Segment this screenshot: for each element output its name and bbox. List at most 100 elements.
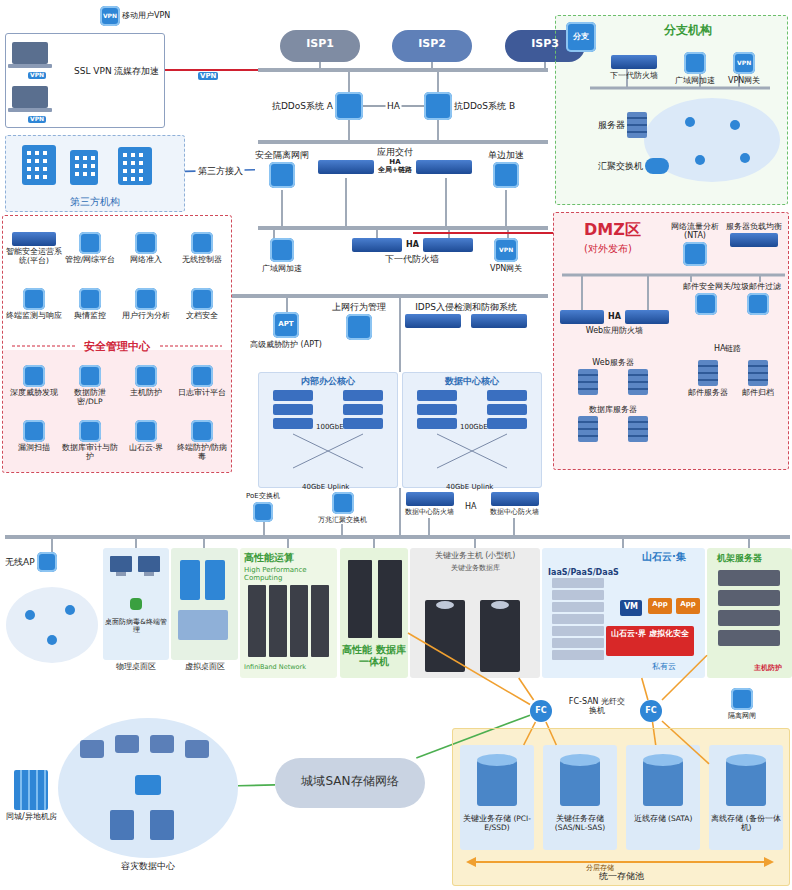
device-drawing (83, 164, 87, 168)
node-text: 桌面防病毒&终端管理 (103, 618, 169, 634)
device-drawing (139, 169, 143, 173)
node-text: 第三方机构 (5, 196, 185, 208)
wire (437, 120, 439, 142)
device-icon (578, 369, 598, 395)
device-icon (493, 162, 519, 188)
device-drawing (560, 760, 600, 806)
device-icon (683, 242, 707, 266)
text-anchor: InfiniBand Network (244, 664, 306, 671)
text-anchor: 近线存储 (SATA) (626, 815, 700, 824)
device-icon (79, 288, 101, 310)
wire (428, 518, 430, 537)
device-drawing (118, 147, 152, 185)
device-node: 应用交付HA全局+链路 (318, 147, 472, 175)
node-text: 山石云·界 虚拟化安全 (606, 629, 694, 638)
wire (413, 232, 553, 234)
node-text: VPN网关 (728, 76, 760, 85)
node-text: 高性能运算 (244, 552, 294, 564)
wire (431, 62, 433, 70)
node-text: FC (535, 707, 546, 716)
node-text: FC (645, 707, 656, 716)
wire (690, 275, 692, 282)
device-drawing (35, 159, 39, 163)
device-icon (191, 420, 213, 442)
device-drawing (131, 169, 135, 173)
wire (165, 69, 258, 71)
device-node: 邮件服务器 (688, 360, 728, 397)
node-text: 移动用户VPN (122, 11, 170, 20)
device-drawing (273, 404, 313, 415)
note-label: HA链路 (712, 344, 744, 353)
pair-gap: HA (402, 241, 423, 250)
group-panel: 虚拟桌面区 (171, 548, 238, 660)
device-node: 管控/网综平台 (62, 232, 118, 265)
wire (468, 861, 772, 863)
label-anchor: 分层存储 (584, 855, 616, 874)
device-node: 万兆汇聚交换机 (318, 492, 367, 524)
wire (51, 537, 53, 552)
device-icon (748, 360, 768, 386)
device-drawing (75, 156, 79, 160)
panel-fill (340, 548, 408, 678)
device-drawing (343, 418, 383, 429)
device-node: 无线AP (5, 552, 57, 572)
wire (544, 62, 546, 70)
device-drawing (138, 556, 160, 572)
device-icon (23, 420, 45, 442)
node-text: 服务器 (598, 120, 625, 130)
text-anchor: 统一存储池 (452, 871, 790, 881)
device-icon (135, 288, 157, 310)
device-icon (625, 310, 669, 324)
node-text: HA (406, 241, 419, 250)
device-drawing (718, 610, 780, 626)
node-text: 数据中心核心 (402, 376, 542, 386)
node-text: 万兆汇聚交换机 (318, 516, 367, 524)
wire (581, 275, 583, 310)
node-text: ISP1 (280, 38, 360, 51)
node-text: HA (608, 313, 621, 322)
text-anchor: 内部办公核心 (258, 376, 398, 386)
label-anchor: 100GbE (458, 414, 490, 433)
device-icon (79, 365, 101, 387)
node-text: 高性能 数据库一体机 (340, 644, 408, 667)
group-panel: DMZ区(对外发布)网络流量分析 (NTA)服务器负载均衡HAWeb应用防火墙邮… (553, 212, 789, 470)
note-label: 主机防护 (752, 664, 784, 672)
device-node: 隔离网闸 (728, 688, 756, 720)
group-panel: 城域SAN存储网络 (275, 758, 425, 808)
text-anchor: App (676, 600, 700, 608)
device-icon: 分支 (566, 22, 596, 52)
device-drawing (25, 610, 35, 620)
group-panel: 山石云·界 虚拟化安全 (606, 626, 694, 656)
group-panel: 桌面防病毒&终端管理物理桌面区 (103, 548, 169, 660)
group-panel: App (648, 598, 672, 614)
device-icon (79, 232, 101, 254)
device-drawing (139, 161, 143, 165)
device-icon (79, 420, 101, 442)
node-text: 数据中心防火墙 (490, 508, 539, 516)
wire (232, 294, 548, 298)
wire (5, 535, 790, 539)
panel-fill (460, 745, 534, 850)
device-node: 网络准入 (118, 232, 174, 265)
device-drawing (91, 172, 95, 176)
device-drawing (150, 735, 174, 753)
node-text: 隔离网闸 (728, 712, 756, 720)
device-drawing (487, 390, 527, 401)
label-anchor: 40GbE Uplink (444, 474, 495, 493)
device-node: 服务器 (598, 112, 647, 138)
node-text: 无线AP (5, 557, 35, 567)
device-drawing (205, 560, 225, 600)
text-anchor: 数据中心核心 (402, 376, 542, 386)
node-text: 机架服务器 (717, 553, 762, 563)
device-node: 广域网加速 (675, 52, 715, 85)
node-text: ISP2 (392, 38, 472, 51)
connector (653, 722, 656, 745)
device-icon (12, 232, 56, 246)
device-icon (698, 360, 718, 386)
node-text: 全局+链路 (378, 167, 412, 175)
device-pair (578, 416, 648, 442)
node-text: 分支机构 (664, 24, 712, 38)
device-drawing (487, 404, 527, 415)
device-icon (684, 52, 706, 74)
node-text: 物理桌面区 (103, 662, 169, 671)
